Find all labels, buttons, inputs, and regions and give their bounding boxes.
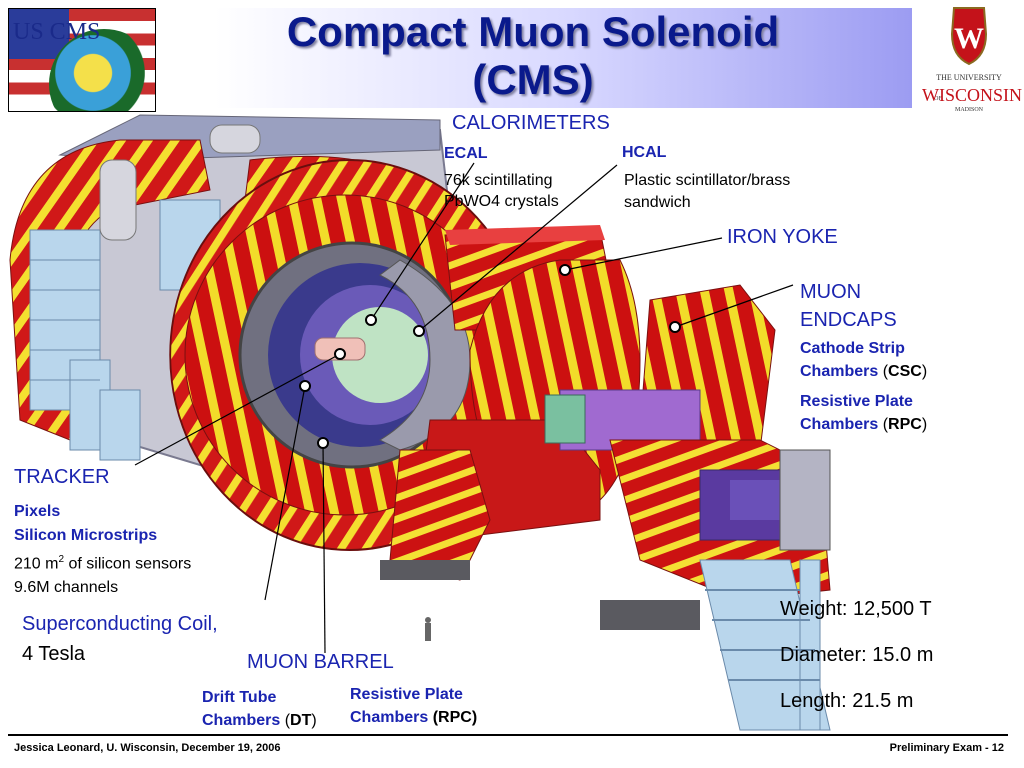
- uscms-logo-text: US CMS: [13, 19, 101, 45]
- muon-endcaps-label: MUON ENDCAPS: [800, 281, 897, 331]
- tracker-label: TRACKER: [14, 466, 110, 488]
- hcal-label: HCAL: [622, 144, 667, 161]
- uw-of-text: OF: [934, 96, 942, 102]
- footer-rule: [8, 734, 1008, 736]
- barrel-dt-label: Drift Tube Chambers (DT): [202, 689, 317, 729]
- endcap-rpc-label: Resistive Plate Chambers (RPC): [800, 393, 928, 433]
- uw-logo: W THE UNIVERSITY OF WISCONSIN MADISON: [922, 7, 1022, 113]
- endcap-csc-label: Cathode Strip Chambers (CSC): [800, 340, 928, 380]
- uscms-logo: US CMS: [8, 8, 156, 112]
- title-line-2: (CMS): [472, 56, 594, 103]
- title-banner: [154, 8, 912, 108]
- footer-slide-number: Preliminary Exam - 12: [889, 742, 1004, 754]
- svg-text:W: W: [954, 22, 984, 55]
- coil-label: Superconducting Coil, 4 Tesla: [22, 613, 218, 665]
- barrel-rpc-label: Resistive Plate Chambers (RPC): [350, 686, 478, 726]
- uw-main-text: WISCONSIN: [922, 85, 1022, 105]
- diameter-stat: Diameter: 15.0 m: [780, 644, 934, 666]
- iron-yoke-label: IRON YOKE: [727, 226, 838, 248]
- slide-title: Compact Muon Solenoid (CMS): [154, 8, 912, 104]
- cms-detector-illustration: [9, 114, 831, 731]
- calorimeters-label: CALORIMETERS: [452, 112, 610, 134]
- weight-stat: Weight: 12,500 T: [780, 598, 932, 620]
- uw-top-text: THE UNIVERSITY: [936, 73, 1002, 82]
- tracker-description: Pixels Silicon Microstrips 210 m2 of sil…: [14, 503, 192, 597]
- ecal-label: ECAL: [444, 145, 488, 162]
- uw-bottom-text: MADISON: [955, 107, 984, 113]
- hcal-description: Plastic scintillator/brass sandwich: [624, 172, 791, 211]
- footer-author: Jessica Leonard, U. Wisconsin, December …: [14, 742, 281, 754]
- muon-barrel-label: MUON BARREL: [247, 651, 394, 673]
- title-line-1: Compact Muon Solenoid: [286, 8, 780, 55]
- length-stat: Length: 21.5 m: [780, 690, 914, 712]
- ecal-description: 76k scintillating PbWO4 crystals: [444, 172, 559, 210]
